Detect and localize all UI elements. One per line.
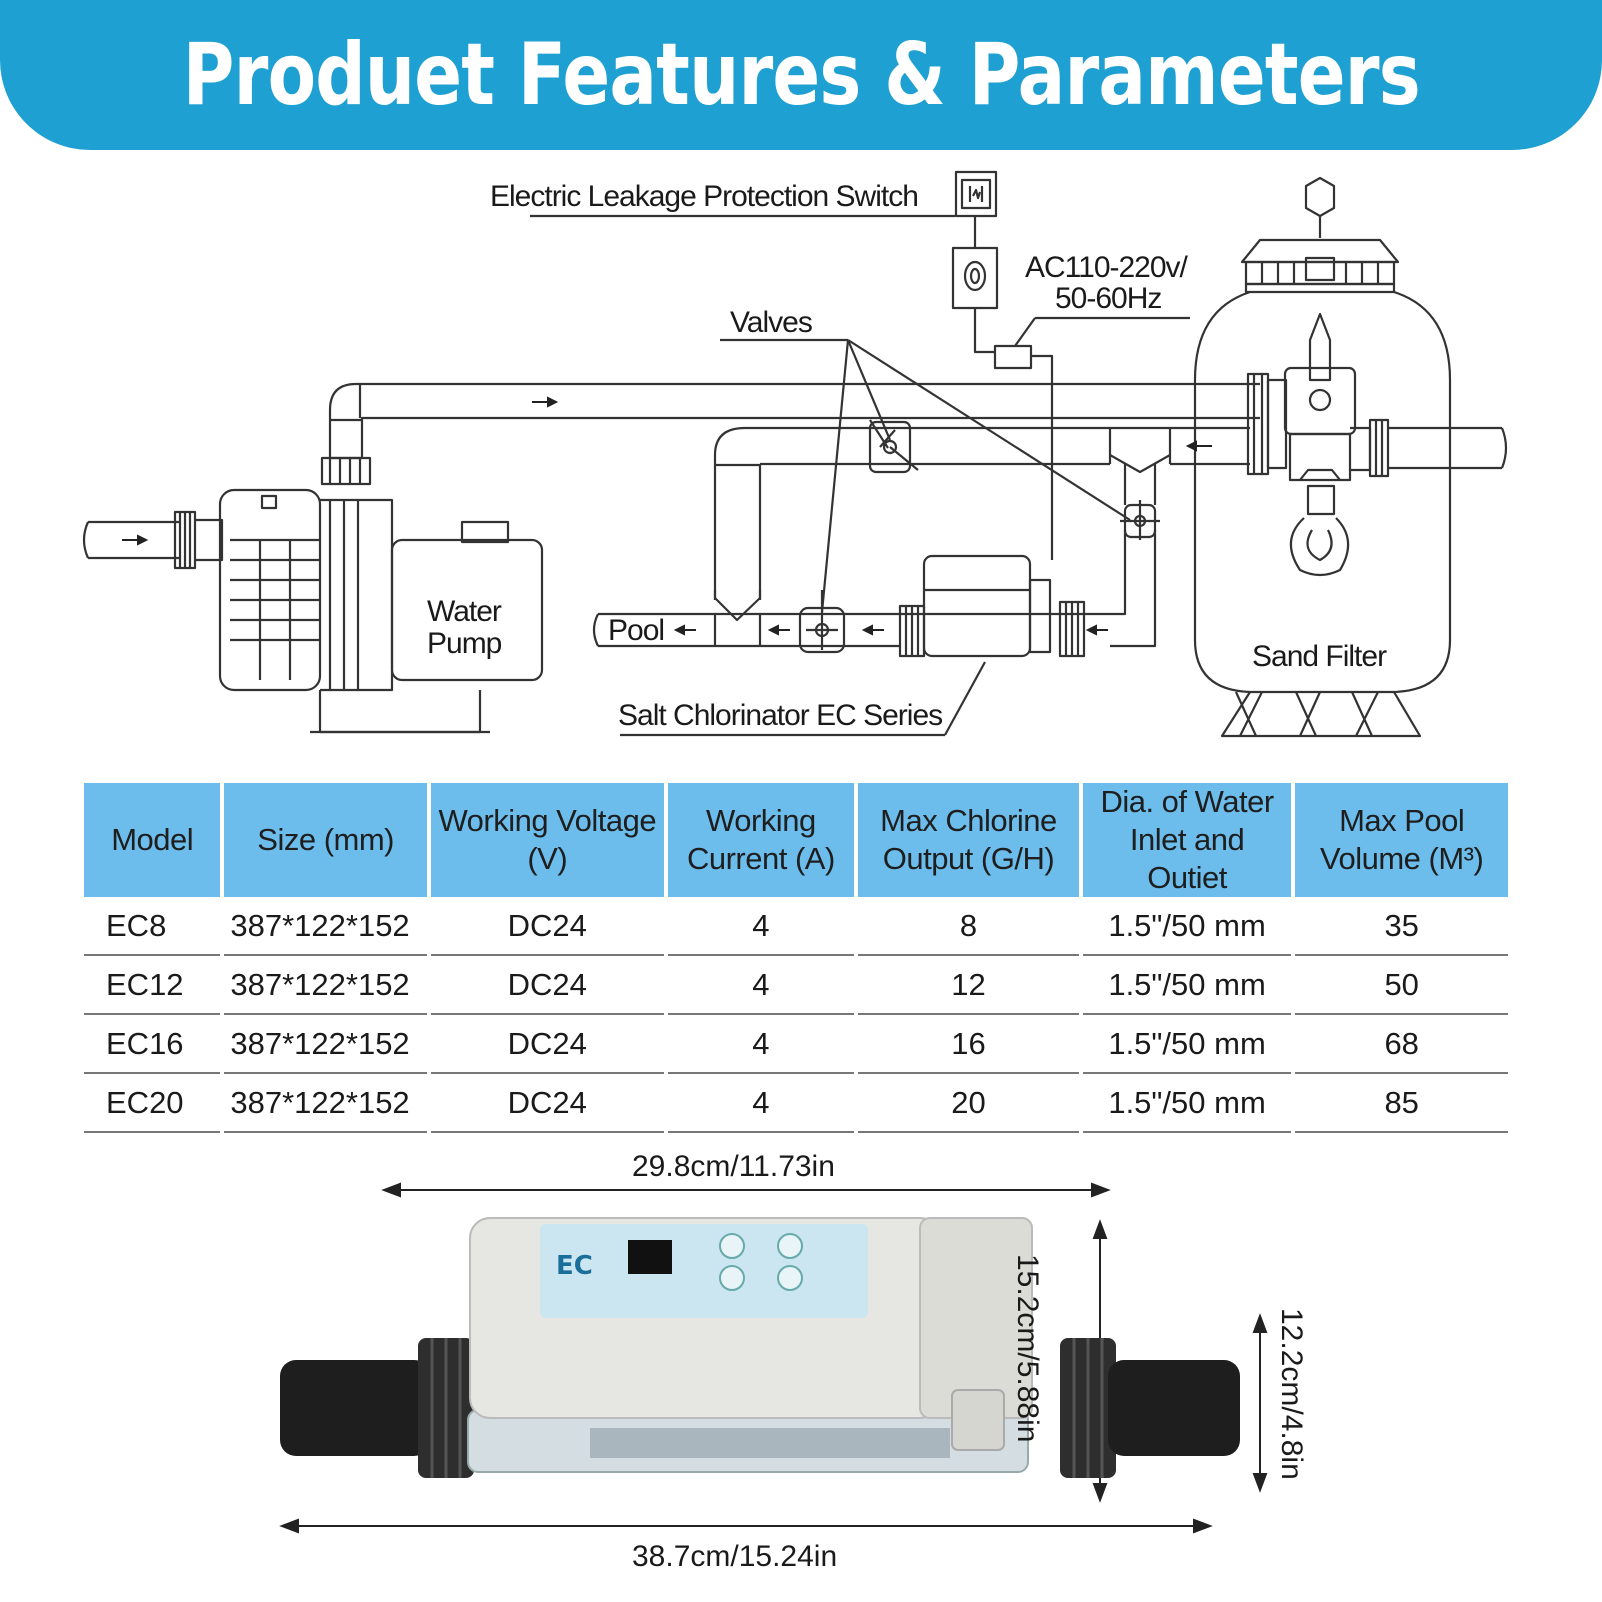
column-header-line: Max Chlorine xyxy=(880,803,1057,838)
panel-logo: EC xyxy=(556,1251,593,1281)
column-header-line: Working xyxy=(706,803,816,838)
column-header: Working Voltage(V) xyxy=(430,783,664,897)
page-title: Produet Features & Parameters xyxy=(182,25,1420,125)
table-cell: 20 xyxy=(858,1074,1079,1133)
table-cell: 4 xyxy=(667,1015,855,1074)
body-height-label: 15.2cm/5.88in xyxy=(1011,1254,1044,1442)
table-cell: 1.5"/50 mm xyxy=(1082,897,1292,956)
power-label-line2: 50-60Hz xyxy=(1055,282,1161,315)
header-banner: Produet Features & Parameters xyxy=(0,0,1602,150)
table-cell: 4 xyxy=(667,897,855,956)
table-cell: 387*122*152 xyxy=(224,956,427,1015)
table-cell: 35 xyxy=(1295,897,1508,956)
power-adapter-icon xyxy=(993,344,1033,370)
table-cell: DC24 xyxy=(430,1015,664,1074)
column-header: Model xyxy=(84,783,221,897)
sand-filter-icon xyxy=(1193,176,1508,738)
table-cell: EC20 xyxy=(84,1074,221,1133)
table-cell: 387*122*152 xyxy=(224,1074,427,1133)
column-header-line: Dia. of Water xyxy=(1100,784,1274,819)
table-cell: 8 xyxy=(858,897,1079,956)
valve-icon xyxy=(868,419,919,474)
table-cell: 4 xyxy=(667,956,855,1015)
valve-icon xyxy=(1120,500,1160,540)
sand-filter-label: Sand Filter xyxy=(1252,640,1387,673)
column-header-line: Volume (M³) xyxy=(1320,841,1484,876)
table-cell: DC24 xyxy=(430,897,664,956)
table-cell: 4 xyxy=(667,1074,855,1133)
width-top-label: 29.8cm/11.73in xyxy=(632,1150,835,1183)
leakage-switch-icon xyxy=(954,170,998,218)
table-cell: 1.5"/50 mm xyxy=(1082,1074,1292,1133)
leakage-switch-label: Electric Leakage Protection Switch xyxy=(490,180,918,213)
table-cell: 68 xyxy=(1295,1015,1508,1074)
power-outlet-icon xyxy=(951,246,999,310)
water-pump-label-line1: Water xyxy=(427,595,502,628)
column-header-line: Inlet and Outiet xyxy=(1129,822,1245,895)
valves-label: Valves xyxy=(730,306,812,339)
column-header-line: (V) xyxy=(527,841,568,876)
salt-chlorinator-product-icon: EC xyxy=(280,1217,1240,1478)
table-cell: 387*122*152 xyxy=(224,1015,427,1074)
table-cell: 12 xyxy=(858,956,1079,1015)
table-cell: EC8 xyxy=(84,897,221,956)
plumbing-diagram: Electric Leakage Protection Switch AC110… xyxy=(82,170,1508,738)
width-bottom-label: 38.7cm/15.24in xyxy=(632,1540,837,1573)
table-cell: 387*122*152 xyxy=(224,897,427,956)
table-cell: 85 xyxy=(1295,1074,1508,1133)
pipe-height-label: 12.2cm/4.8in xyxy=(1275,1308,1308,1480)
table-cell: EC16 xyxy=(84,1015,221,1074)
column-header-line: Output (G/H) xyxy=(882,841,1055,876)
column-header-line: Max Pool xyxy=(1339,803,1465,838)
table-cell: 1.5"/50 mm xyxy=(1082,1015,1292,1074)
power-label-line1: AC110-220v/ xyxy=(1025,251,1189,284)
product-dimensions: EC 29.8cm/11.73in 38.7cm/15.24in 15.2cm/… xyxy=(279,1150,1308,1573)
pool-label: Pool xyxy=(608,614,664,647)
column-header-line: Working Voltage xyxy=(438,803,657,838)
salt-chlorinator-icon xyxy=(898,554,1086,658)
table-cell: DC24 xyxy=(430,956,664,1015)
salt-chlorinator-label: Salt Chlorinator EC Series xyxy=(618,699,942,732)
table-cell: 50 xyxy=(1295,956,1508,1015)
table-cell: DC24 xyxy=(430,1074,664,1133)
table-cell: EC12 xyxy=(84,956,221,1015)
column-header-line: Model xyxy=(111,822,194,857)
column-header-line: Current (A) xyxy=(686,841,835,876)
water-pump-label-line2: Pump xyxy=(427,627,502,660)
valve-icon xyxy=(798,590,846,654)
water-pump-icon xyxy=(82,488,544,734)
column-header: Size (mm) xyxy=(224,783,427,897)
table-cell: 16 xyxy=(858,1015,1079,1074)
table-cell: 1.5"/50 mm xyxy=(1082,956,1292,1015)
column-header-line: Size (mm) xyxy=(257,822,395,857)
